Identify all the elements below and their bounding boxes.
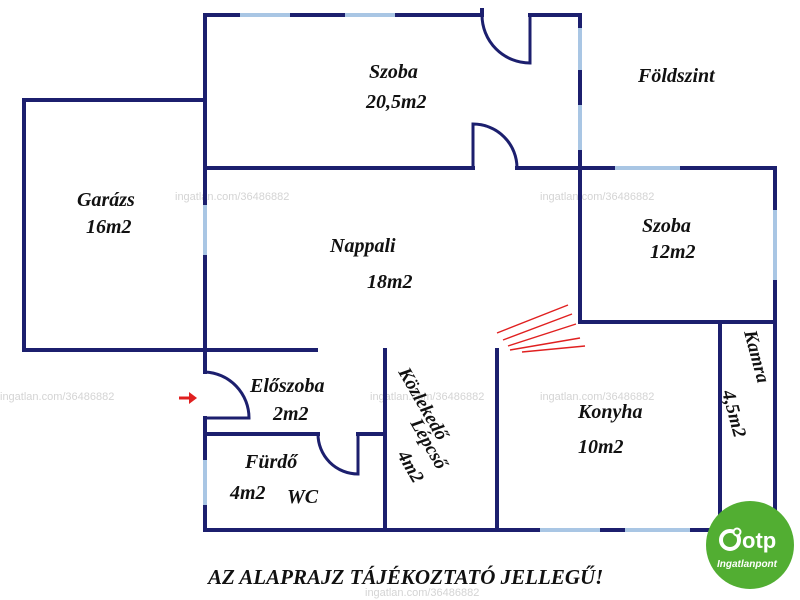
door-furdo <box>316 433 360 476</box>
logo-brand: otp <box>742 528 776 553</box>
room-name-kamra: Kamra <box>739 327 774 386</box>
room-area-nappali: 18m2 <box>367 271 413 293</box>
disclaimer-text: AZ ALAPRAJZ TÁJÉKOZTATÓ JELLEGŰ! <box>206 565 603 589</box>
room-wc-furdo: WC <box>287 486 319 508</box>
otp-ingatlanpont-logo: otp Ingatlanpont <box>706 501 794 589</box>
room-name-garazs: Garázs <box>77 189 135 211</box>
watermarks: ingatlan.com/36486882 ingatlan.com/36486… <box>0 191 654 599</box>
room-name-furdo: Fürdő <box>244 451 299 473</box>
windows <box>203 13 777 532</box>
logo-circle <box>706 501 794 589</box>
door-szoba-nappali <box>471 122 519 169</box>
door-entrance <box>204 370 251 420</box>
logo-mark-icon <box>719 529 741 551</box>
stairs-lines <box>496 304 586 353</box>
watermark-4: ingatlan.com/36486882 <box>370 391 484 403</box>
room-area-konyha: 10m2 <box>578 436 624 458</box>
room-name-nappali: Nappali <box>329 235 396 257</box>
room-name-konyha: Konyha <box>577 401 642 423</box>
logo-sub: Ingatlanpont <box>717 559 778 570</box>
watermark-2: ingatlan.com/36486882 <box>540 191 654 203</box>
watermark-6: ingatlan.com/36486882 <box>365 587 479 599</box>
doors <box>204 14 532 476</box>
walls <box>22 8 777 532</box>
room-area-szoba-small: 12m2 <box>650 241 696 263</box>
room-name-szoba-small: Szoba <box>642 215 691 237</box>
room-area-furdo: 4m2 <box>229 482 266 504</box>
room-area-eloszoba: 2m2 <box>272 403 309 425</box>
watermark-5: ingatlan.com/36486882 <box>540 391 654 403</box>
room-area-szoba-big: 20,5m2 <box>365 91 427 113</box>
door-szoba-top <box>480 14 532 65</box>
floor-label: Földszint <box>637 65 716 87</box>
entrance-arrow-icon <box>179 392 197 404</box>
room-name-eloszoba: Előszoba <box>249 375 324 397</box>
room-name-szoba-big: Szoba <box>369 61 418 83</box>
watermark-1: ingatlan.com/36486882 <box>175 191 289 203</box>
room-area-garazs: 16m2 <box>86 216 132 238</box>
watermark-3: ingatlan.com/36486882 <box>0 391 114 403</box>
